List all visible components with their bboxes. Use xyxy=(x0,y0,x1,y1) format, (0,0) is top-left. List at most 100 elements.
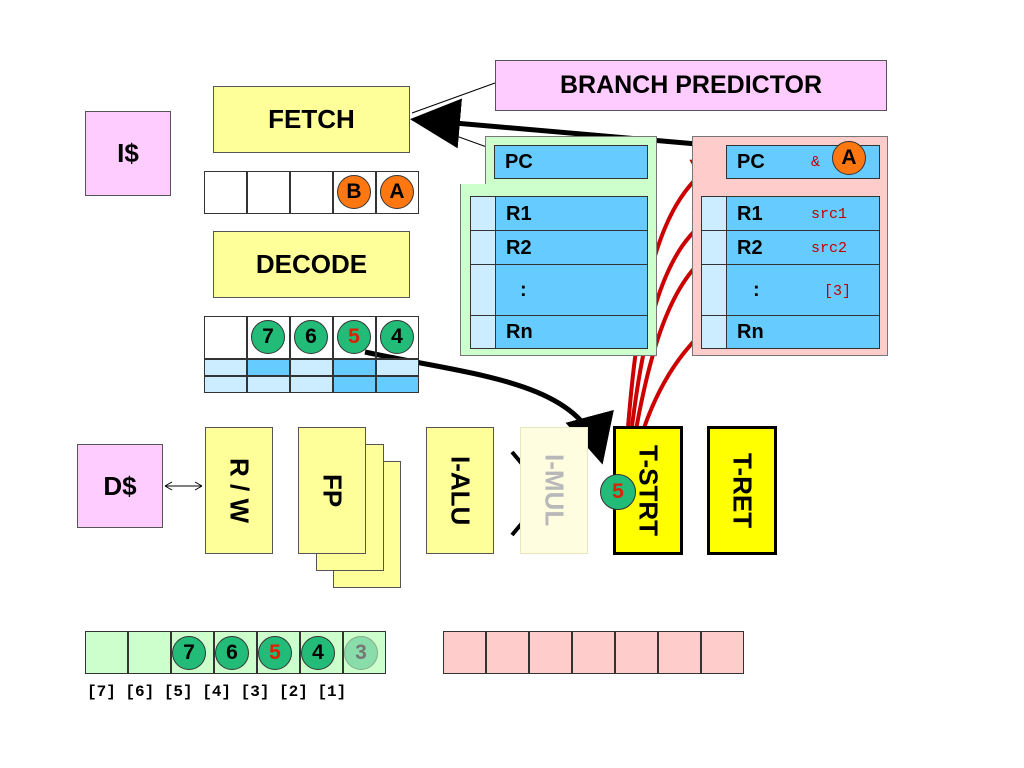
rob-index-labels: [7] [6] [5] [4] [3] [2] [1] xyxy=(87,683,347,701)
rob-token-7: 7 xyxy=(172,636,206,670)
tstrt-token-5-label: 5 xyxy=(612,480,624,503)
pink-queue-slot xyxy=(701,631,744,674)
regfile-right-tag-divider xyxy=(701,264,727,265)
fetch-box: FETCH xyxy=(213,86,410,153)
pink-queue-slot xyxy=(486,631,529,674)
decode-token-6: 6 xyxy=(294,320,328,354)
regfile-left-rn-label: Rn xyxy=(506,321,533,343)
decode-token-4-label: 4 xyxy=(391,325,403,348)
regfile-right-r1: R1 src1 xyxy=(726,196,880,231)
regfile-right-tag-divider xyxy=(701,230,727,231)
fetch-slot xyxy=(333,171,376,214)
decode-field xyxy=(376,376,419,393)
dcache-box: D$ xyxy=(77,444,163,528)
regfile-right-rx: : [3] xyxy=(726,264,880,316)
decode-field xyxy=(247,359,290,376)
regfile-left-rn: Rn xyxy=(495,315,648,349)
rob-slot xyxy=(85,631,128,674)
decode-slot xyxy=(333,316,376,359)
decode-token-4: 4 xyxy=(380,320,414,354)
regfile-right-r1-annotation: src1 xyxy=(811,206,848,223)
icache-label: I$ xyxy=(117,138,139,168)
decode-field xyxy=(247,376,290,393)
imul-unit-label: I-MUL xyxy=(539,454,570,527)
tstrt-token-5: 5 xyxy=(600,474,636,510)
rpc-to-fetch-arrow xyxy=(410,98,721,149)
regfile-right-rn: Rn xyxy=(726,315,880,349)
rw-unit: R / W xyxy=(205,427,273,554)
regfile-left-tag-divider xyxy=(470,264,496,265)
decode-label: DECODE xyxy=(255,249,368,279)
rob-token-3: 3 xyxy=(344,636,378,670)
regfile-left-r1-label: R1 xyxy=(506,203,532,225)
fetch-label: FETCH xyxy=(268,104,355,134)
rob-token-6: 6 xyxy=(215,636,249,670)
decode-box: DECODE xyxy=(213,231,410,298)
fetch-slot xyxy=(247,171,290,214)
icache-box: I$ xyxy=(85,111,171,196)
decode-slot xyxy=(290,316,333,359)
decode-token-7-label: 7 xyxy=(262,325,274,348)
fetch-queue xyxy=(204,171,419,214)
regfile-left-tag-divider xyxy=(470,230,496,231)
tret-unit: T-RET xyxy=(707,426,777,555)
fetch-slot xyxy=(204,171,247,214)
pink-queue-slot xyxy=(658,631,701,674)
regfile-right-rx-annotation: [3] xyxy=(824,283,852,300)
fp-unit-label: FP xyxy=(317,473,348,508)
regfile-left-rx-label: : xyxy=(520,279,527,301)
regfile-right-tagcol xyxy=(701,196,727,349)
regfile-left-r1: R1 xyxy=(495,196,648,231)
rob-token-5: 5 xyxy=(258,636,292,670)
decode-field xyxy=(290,359,333,376)
regfile-right-pc-token-label: A xyxy=(841,146,857,169)
decode-field xyxy=(290,376,333,393)
decode-field xyxy=(333,376,376,393)
rob-token-6-label: 6 xyxy=(226,641,238,664)
branch-predictor-box: BRANCH PREDICTOR xyxy=(495,60,887,111)
regfile-left-tagcol xyxy=(470,196,496,349)
fetch-slot xyxy=(290,171,333,214)
decode-slot xyxy=(247,316,290,359)
regfile-right-rn-label: Rn xyxy=(737,321,764,343)
branch-predictor-label: BRANCH PREDICTOR xyxy=(559,71,823,99)
fetch-slot xyxy=(376,171,419,214)
decode-queue xyxy=(204,316,419,393)
regfile-left-r2-label: R2 xyxy=(506,237,532,259)
regfile-right-r2-annotation: src2 xyxy=(811,240,848,257)
tstrt-unit-label: T-STRT xyxy=(633,445,664,536)
decode-token-7: 7 xyxy=(251,320,285,354)
fp-unit: FP xyxy=(298,427,366,554)
rw-unit-label: R / W xyxy=(224,458,255,523)
pink-queue-slot xyxy=(572,631,615,674)
bp-to-fetch-line xyxy=(411,82,496,114)
pink-queue-slot xyxy=(443,631,486,674)
regfile-left-r2: R2 xyxy=(495,230,648,265)
rob-token-5-label: 5 xyxy=(269,641,281,664)
fetch-token-b-label: B xyxy=(346,180,362,203)
pink-queue-slot xyxy=(615,631,658,674)
rob-token-4: 4 xyxy=(301,636,335,670)
fetch-token-a-label: A xyxy=(389,180,405,203)
rob-slot xyxy=(128,631,171,674)
decode-slot xyxy=(376,316,419,359)
regfile-left-rx: : xyxy=(495,264,648,316)
regfile-left-pc-label: PC xyxy=(505,151,533,173)
tret-unit-label: T-RET xyxy=(727,452,758,529)
regfile-right-r1-label: R1 xyxy=(737,203,763,225)
regfile-right-r2: R2 src2 xyxy=(726,230,880,265)
pink-queue-slot xyxy=(529,631,572,674)
regfile-right-tag-divider xyxy=(701,315,727,316)
ialu-unit-label: I-ALU xyxy=(445,455,476,526)
fetch-token-a: A xyxy=(380,175,414,209)
decode-field xyxy=(333,359,376,376)
fetch-token-b: B xyxy=(337,175,371,209)
rob-token-4-label: 4 xyxy=(312,641,324,664)
pink-queue xyxy=(443,631,744,674)
decode-slot xyxy=(204,316,247,359)
regfile-left-seam xyxy=(486,184,656,188)
regfile-left-tag-divider xyxy=(470,315,496,316)
imul-unit: I-MUL xyxy=(520,427,588,554)
decode-token-5-label: 5 xyxy=(348,325,360,348)
regfile-right-r2-label: R2 xyxy=(737,237,763,259)
